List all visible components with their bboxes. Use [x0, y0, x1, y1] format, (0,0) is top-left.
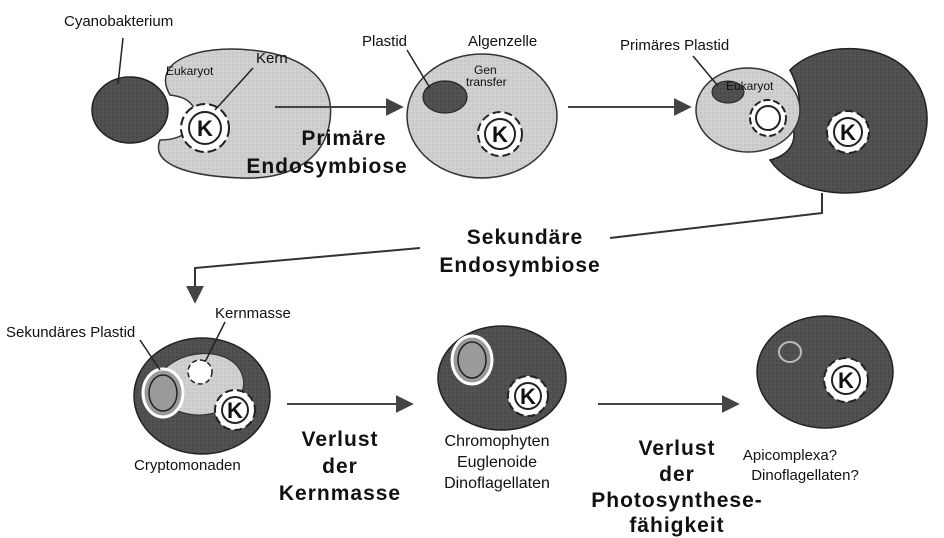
label-cryptomonaden: Cryptomonaden: [134, 457, 241, 474]
pointer-primary-plastid: [693, 56, 718, 86]
k-label-5: K: [520, 384, 536, 409]
nucleus-3b: K: [827, 111, 869, 153]
label-der-1: der: [322, 455, 358, 478]
label-cyanobakterium: Cyanobakterium: [64, 13, 173, 30]
label-apicomplexa: Apicomplexa?: [743, 447, 837, 464]
nucleus-2: K: [478, 112, 522, 156]
label-dinoflagellaten-1: Dinoflagellaten: [444, 475, 550, 492]
label-chromophyten: Chromophyten: [445, 433, 550, 450]
label-verlust-2: Verlust: [638, 437, 715, 460]
stage-6-apicomplexa: K Apicomplexa? Dinoflagellaten?: [743, 316, 893, 484]
k-label-1: K: [197, 116, 213, 141]
label-photosynthese: Photosynthese-: [591, 489, 763, 512]
label-verlust-1: Verlust: [301, 428, 378, 451]
label-primaere: Primäre: [301, 127, 386, 150]
label-sekundaeres-plastid: Sekundäres Plastid: [6, 324, 135, 341]
nucleus-1: K: [181, 104, 229, 152]
label-sekundaere-endosymbiose: Endosymbiose: [439, 254, 600, 277]
stage-4-cryptomonads: K Kernmasse Sekundäres Plastid Cryptomon…: [6, 305, 291, 474]
plastid-shape: [423, 81, 467, 113]
stage-5-chromophytes: K Chromophyten Euglenoide Dinoflagellate…: [438, 326, 566, 492]
stage-1-eukaryote: K Cyanobakterium Eukaryot Kern: [64, 13, 331, 178]
label-primaere-endosymbiose: Endosymbiose: [246, 155, 407, 178]
label-plastid: Plastid: [362, 33, 407, 50]
label-dinoflagellaten-2: Dinoflagellaten?: [751, 467, 859, 484]
label-euglenoide: Euglenoide: [457, 454, 537, 471]
stage-3-host: K Primäres Plastid Eukaryot: [620, 37, 927, 193]
connector-secondary-left: [195, 248, 420, 302]
nucleus-6: K: [824, 358, 868, 402]
label-algenzelle: Algenzelle: [468, 33, 537, 50]
k-label-3: K: [840, 120, 856, 145]
label-eukaryot-2: Eukaryot: [726, 79, 774, 93]
nucleus-4: K: [215, 390, 255, 430]
label-kernmasse-loss: Kernmasse: [279, 482, 401, 505]
k-label-6: K: [838, 368, 854, 393]
k-label-4: K: [227, 398, 243, 423]
nucleomorph: [188, 360, 212, 384]
nucleus-3a: [750, 100, 786, 136]
connector-secondary-right: [610, 193, 822, 238]
k-label-2: K: [492, 122, 508, 147]
label-primaeres-plastid: Primäres Plastid: [620, 37, 729, 54]
label-faehigkeit: fähigkeit: [629, 514, 724, 537]
cyanobacterium-shape: [92, 77, 168, 143]
label-der-2: der: [659, 463, 695, 486]
label-sekundaere: Sekundäre: [467, 226, 583, 249]
label-eukaryot-1: Eukaryot: [166, 64, 214, 78]
label-kernmasse: Kernmasse: [215, 305, 291, 322]
label-transfer: transfer: [466, 75, 507, 89]
nucleus-5: K: [508, 376, 548, 416]
label-kern: Kern: [256, 50, 288, 67]
